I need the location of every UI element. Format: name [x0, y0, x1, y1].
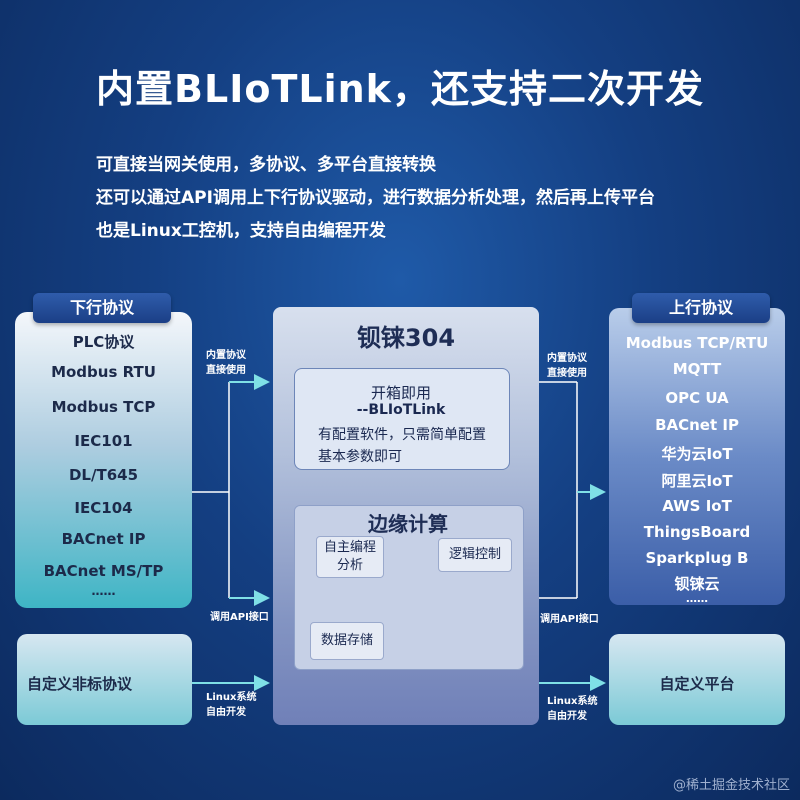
uplink-item: 华为云IoT — [661, 445, 733, 463]
downlink-item: Modbus TCP — [51, 398, 156, 416]
uplink-item: …… — [686, 592, 708, 605]
left-linux-line-2: 自由开发 — [206, 707, 246, 718]
custom-platform-label: 自定义平台 — [659, 675, 735, 693]
data-storage-box: 数据存储 — [310, 622, 384, 660]
edge-computing-title: 边缘计算 — [368, 512, 448, 536]
left-builtin-label: 内置协议 直接使用 — [206, 348, 246, 378]
analysis-label: 分析 — [336, 558, 363, 573]
downlink-item: BACnet IP — [61, 530, 146, 548]
uplink-item: BACnet IP — [655, 416, 739, 434]
uplink-panel — [609, 308, 785, 605]
right-linux-line-2: 自由开发 — [547, 711, 587, 722]
uplink-header: 上行协议 — [632, 293, 770, 323]
out-of-box-subtitle: --BLIoTLink — [356, 402, 446, 418]
logic-control-box: 逻辑控制 — [438, 538, 512, 572]
downlink-item: BACnet MS/TP — [43, 562, 164, 580]
right-linux-line-1: Linux系统 — [547, 696, 598, 707]
left-linux-label: Linux系统 自由开发 — [206, 690, 257, 720]
programming-label: 自主编程 — [323, 540, 376, 555]
out-of-box-card — [294, 368, 510, 470]
watermark: @稀土掘金技术社区 — [672, 778, 790, 793]
right-connector — [539, 381, 606, 691]
downlink-panel — [15, 312, 192, 608]
downlink-header: 下行协议 — [33, 293, 171, 323]
downlink-item: DL/T645 — [68, 466, 139, 484]
intro-line-3: 也是Linux工控机，支持自由编程开发 — [96, 221, 386, 241]
uplink-item: ThingsBoard — [643, 523, 751, 541]
left-api-label: 调用API接口 — [210, 612, 269, 623]
out-of-box-desc-1: 有配置软件，只需简单配置 — [318, 427, 486, 443]
uplink-item: OPC UA — [665, 389, 729, 407]
uplink-item: 阿里云IoT — [661, 472, 733, 490]
downlink-item: …… — [91, 584, 116, 598]
left-connector — [192, 374, 270, 691]
out-of-box-desc-2: 基本参数即可 — [318, 449, 402, 465]
uplink-item: Modbus TCP/RTU — [625, 334, 769, 352]
uplink-item: Sparkplug B — [645, 549, 749, 567]
uplink-item: AWS IoT — [662, 497, 732, 515]
right-builtin-line-2: 直接使用 — [547, 368, 587, 379]
custom-platform-box — [609, 634, 785, 725]
downlink-item: IEC101 — [74, 432, 133, 450]
right-builtin-label: 内置协议 直接使用 — [547, 351, 587, 381]
right-api-label: 调用API接口 — [540, 614, 599, 625]
custom-protocol-box — [17, 634, 192, 725]
downlink-item: Modbus RTU — [51, 363, 156, 381]
custom-protocol-label: 自定义非标协议 — [27, 675, 133, 693]
right-builtin-line-1: 内置协议 — [547, 353, 587, 364]
downlink-item: IEC104 — [74, 499, 133, 517]
intro-line-1: 可直接当网关使用，多协议、多平台直接转换 — [96, 155, 436, 175]
intro-line-2: 还可以通过API调用上下行协议驱动，进行数据分析处理，然后再上传平台 — [96, 188, 655, 208]
page-title: 内置BLIoTLink，还支持二次开发 — [96, 67, 704, 111]
downlink-item: PLC协议 — [72, 333, 135, 351]
out-of-box-title: 开箱即用 — [370, 384, 431, 402]
left-builtin-line-1: 内置协议 — [206, 350, 246, 361]
uplink-item: MQTT — [672, 360, 722, 378]
right-linux-label: Linux系统 自由开发 — [547, 694, 598, 724]
uplink-item: 钡铼云 — [674, 575, 720, 593]
left-builtin-line-2: 直接使用 — [206, 365, 246, 376]
device-title: 钡铼304 — [356, 324, 456, 352]
left-linux-line-1: Linux系统 — [206, 692, 257, 703]
programming-analysis-box: 自主编程 分析 — [316, 536, 384, 578]
